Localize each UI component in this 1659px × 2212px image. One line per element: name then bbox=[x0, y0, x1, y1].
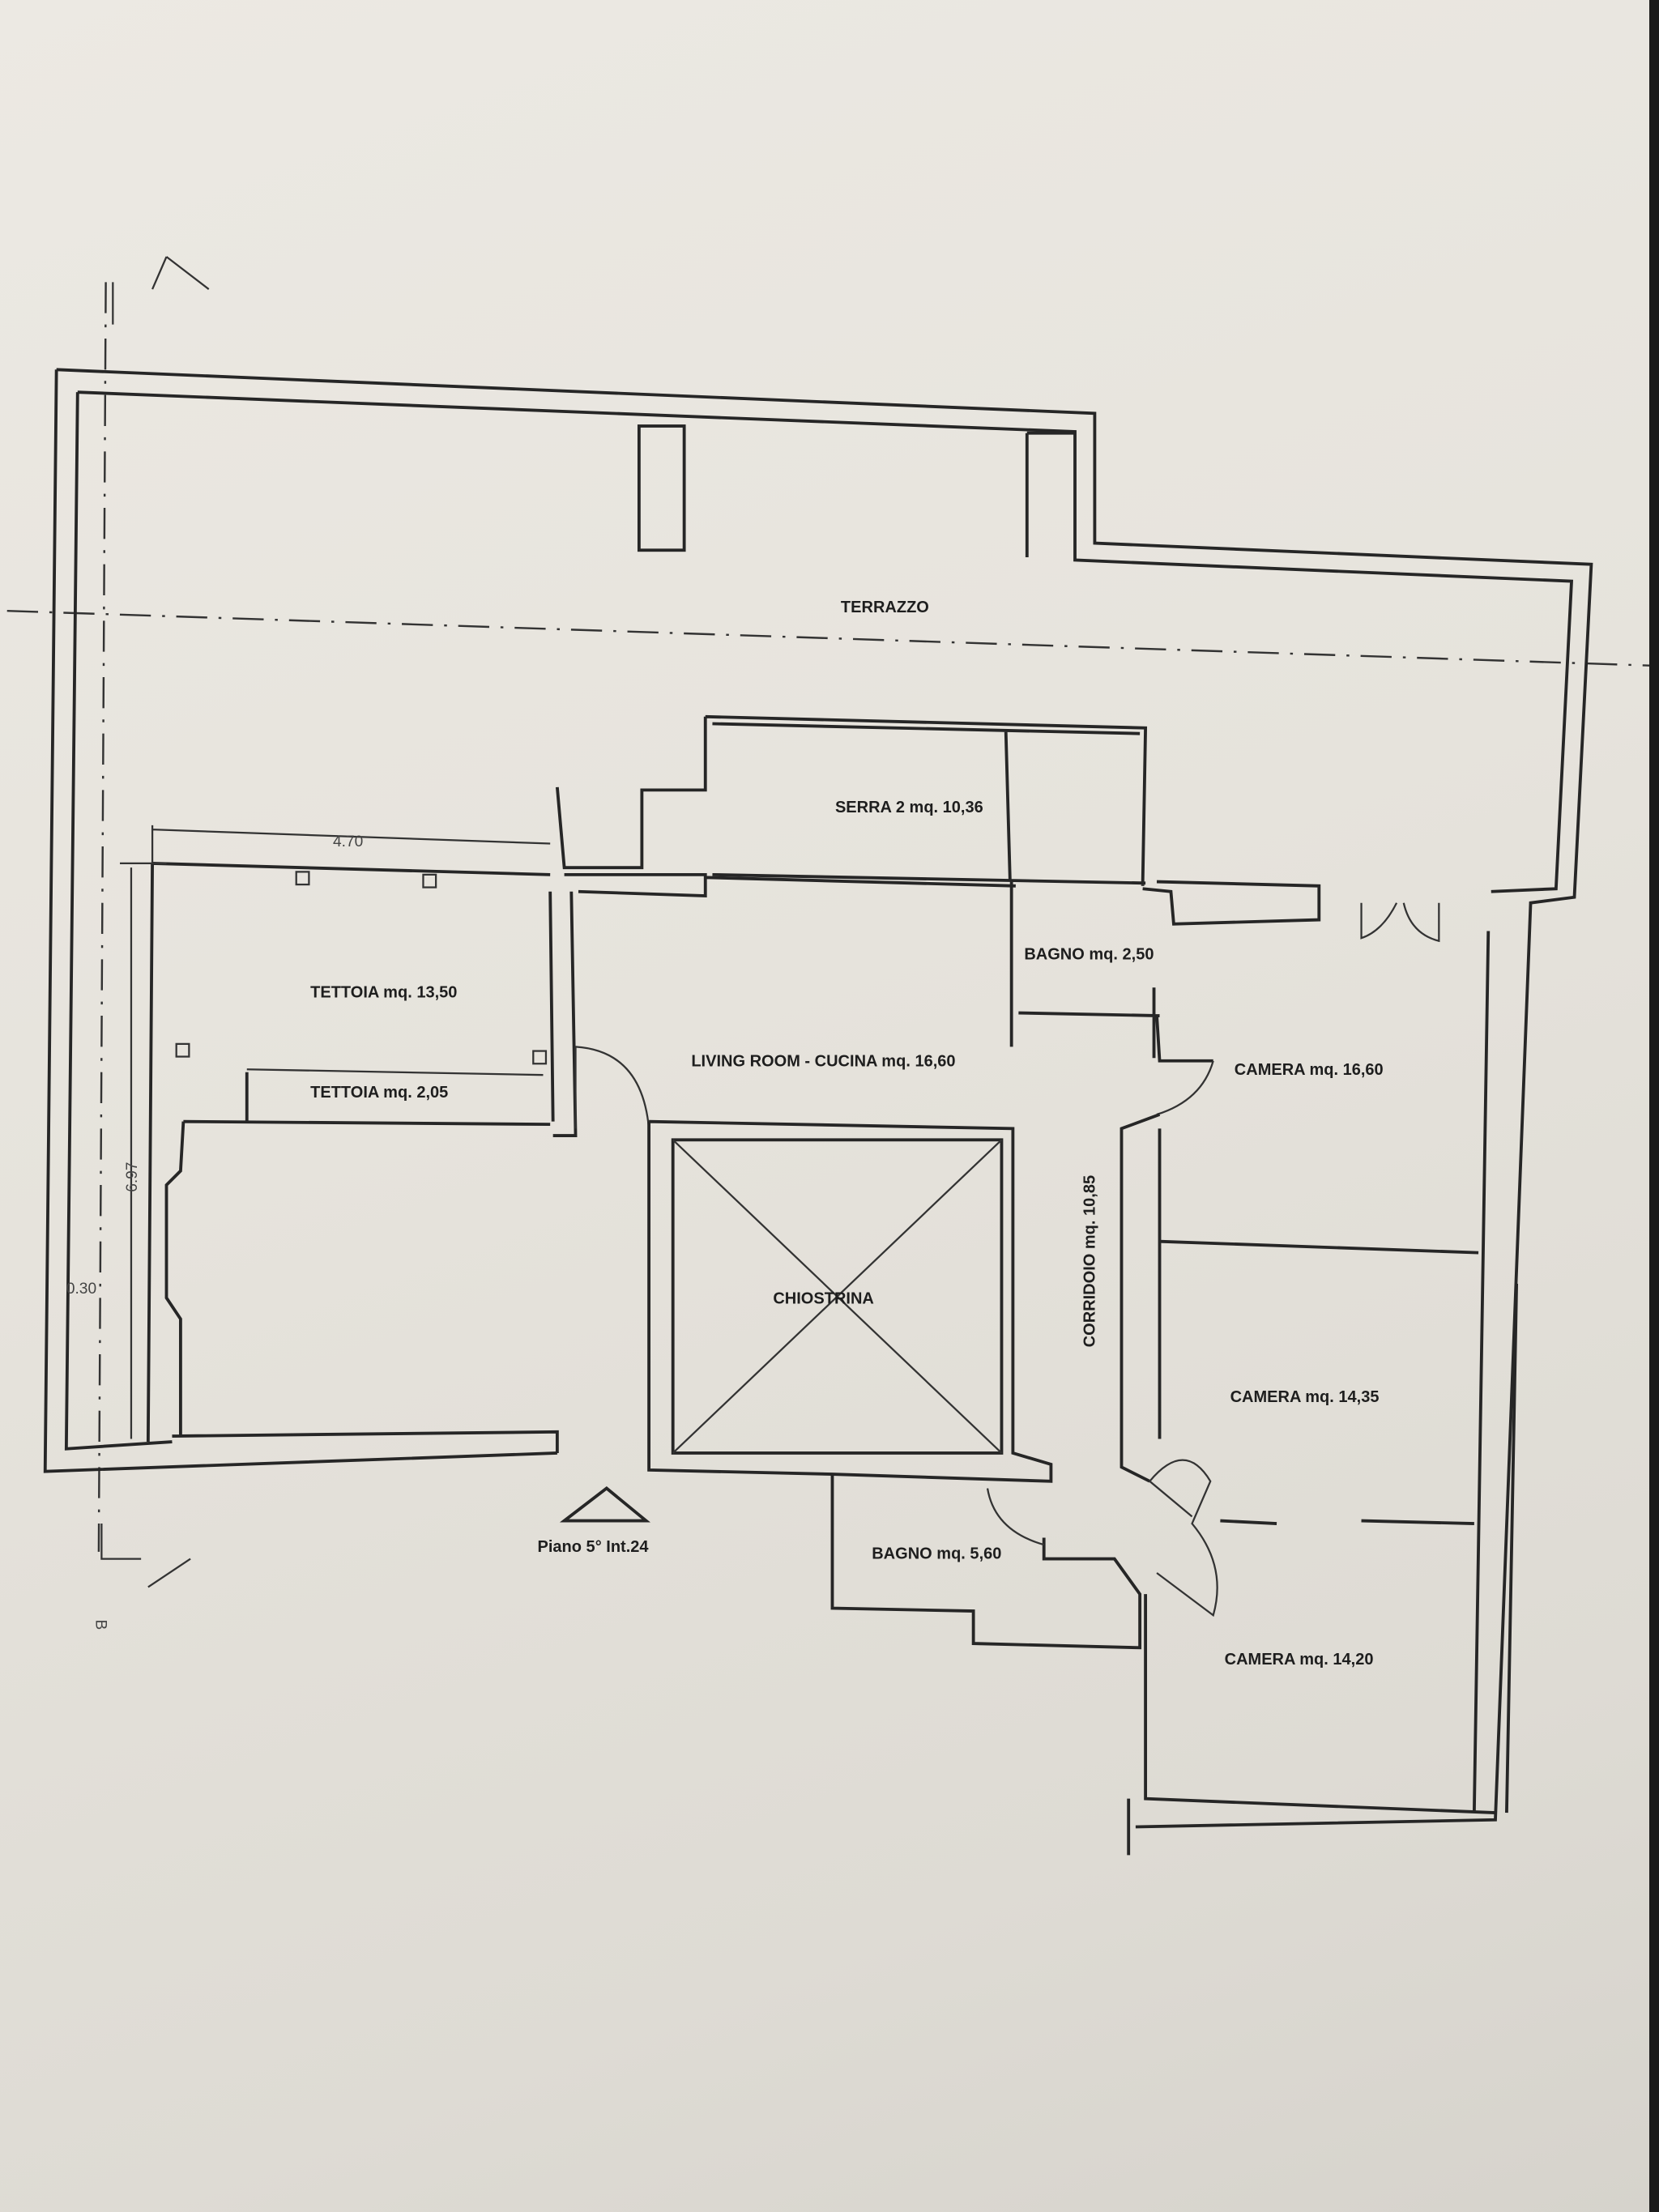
section-marker-top bbox=[112, 256, 210, 325]
label-terrazzo: TERRAZZO bbox=[841, 599, 929, 616]
column bbox=[422, 873, 437, 889]
section-line-horizontal bbox=[6, 609, 1659, 667]
label-serra: SERRA 2 mq. 10,36 bbox=[835, 799, 983, 816]
dimension-offset-label: 0.30 bbox=[66, 1281, 96, 1298]
dimension-height bbox=[120, 862, 167, 1439]
entrance-label: Piano 5° Int.24 bbox=[538, 1538, 650, 1556]
column bbox=[532, 1050, 548, 1065]
section-marker-bottom bbox=[100, 1524, 191, 1588]
bedroom-door-arc bbox=[1156, 1060, 1214, 1116]
section-line-vertical bbox=[97, 282, 107, 1552]
tettoia-walls bbox=[146, 862, 551, 1443]
serra-front-wall bbox=[564, 872, 1016, 897]
label-bagno-large: BAGNO mq. 5,60 bbox=[872, 1545, 1001, 1563]
bedroom-divider-2 bbox=[1220, 1519, 1474, 1525]
living-right-wall bbox=[1155, 1015, 1213, 1063]
label-bagno-small: BAGNO mq. 2,50 bbox=[1024, 945, 1154, 963]
dimension-width-label: 4.70 bbox=[333, 833, 363, 850]
planter bbox=[637, 424, 686, 552]
chiostrina-outer bbox=[647, 1119, 1053, 1483]
corridor-right-wall bbox=[1120, 1113, 1162, 1483]
entrance-triangle-icon bbox=[559, 1486, 650, 1523]
dimension-height-label: 6.97 bbox=[124, 1161, 141, 1191]
bedroom-bottom-wall bbox=[1127, 1594, 1496, 1856]
label-tettoia-small: TETTOIA mq. 2,05 bbox=[310, 1084, 448, 1102]
section-marker-label: B bbox=[92, 1619, 109, 1630]
bagno-large-walls bbox=[830, 1474, 1142, 1650]
label-camera-2: CAMERA mq. 14,35 bbox=[1230, 1388, 1380, 1406]
dimension-width bbox=[151, 825, 551, 863]
window-bay bbox=[164, 1121, 559, 1453]
planter bbox=[1025, 431, 1076, 557]
photo-edge-shadow bbox=[1649, 0, 1659, 2212]
chiostrina-cross bbox=[672, 1139, 1003, 1454]
tettoia-divider bbox=[246, 1068, 544, 1076]
bagno-door-arc bbox=[986, 1488, 1045, 1546]
living-left-wall bbox=[548, 891, 578, 1137]
bagno-small-walls bbox=[1009, 880, 1321, 1059]
label-living: LIVING ROOM - CUCINA mq. 16,60 bbox=[691, 1053, 955, 1071]
label-camera-1: CAMERA mq. 16,60 bbox=[1235, 1061, 1384, 1079]
column bbox=[295, 871, 310, 886]
label-corridoio: CORRIDOIO mq. 10,85 bbox=[1081, 1175, 1098, 1347]
terrace-door bbox=[1360, 902, 1440, 943]
terrace-outer-wall bbox=[43, 368, 1593, 1829]
serra-walls bbox=[555, 714, 1148, 886]
entrance-door-arc bbox=[574, 1046, 650, 1129]
bedroom-right-wall bbox=[1472, 931, 1519, 1813]
label-tettoia-large: TETTOIA mq. 13,50 bbox=[310, 983, 457, 1001]
bedroom-divider-1 bbox=[1159, 1239, 1479, 1255]
label-camera-3: CAMERA mq. 14,20 bbox=[1225, 1651, 1374, 1669]
column bbox=[175, 1042, 190, 1058]
terrace-inner-wall bbox=[64, 390, 1574, 1451]
label-chiostrina: CHIOSTRINA bbox=[773, 1289, 874, 1307]
chiostrina-box bbox=[671, 1138, 1004, 1455]
bedroom-doors bbox=[1148, 1459, 1218, 1617]
